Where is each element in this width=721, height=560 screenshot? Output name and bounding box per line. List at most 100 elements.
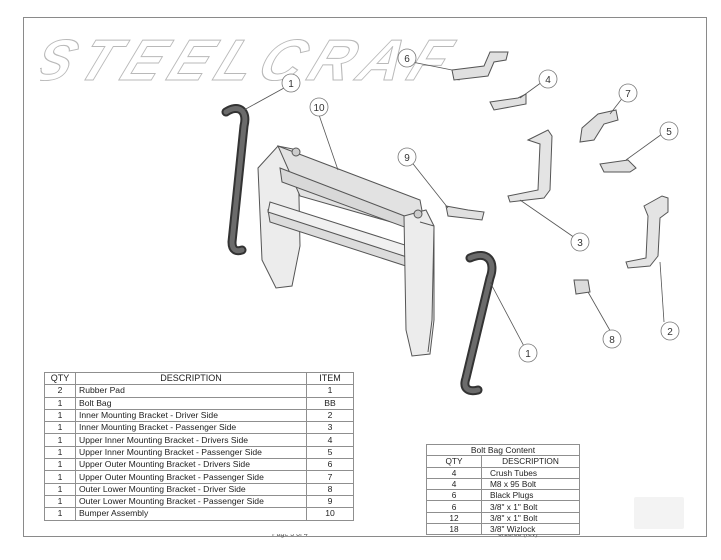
svg-text:7: 7	[625, 89, 631, 100]
bolt-bag-table: Bolt Bag Content QTY DESCRIPTION 4 Crush…	[426, 443, 580, 536]
svg-text:9: 9	[404, 153, 410, 164]
bracket-6	[451, 51, 509, 81]
callout-2: 2	[660, 321, 680, 341]
qty-cell: 18	[426, 523, 482, 536]
steelcraft-logo: STEELCRAFT	[40, 27, 460, 93]
svg-text:6: 6	[404, 54, 410, 65]
description-cell: Black Plugs	[481, 489, 580, 502]
page-number: Page 3 of 4	[272, 531, 308, 538]
description-header: DESCRIPTION	[481, 455, 580, 468]
description-cell: Upper Outer Mounting Bracket - Drivers S…	[75, 458, 307, 472]
rubber-pad-left	[221, 104, 250, 256]
table-row: 2 Rubber Pad 1	[44, 384, 354, 398]
table-row: 18 3/8" Wizlock	[426, 523, 580, 536]
qty-header: QTY	[426, 455, 482, 468]
callout-5: 5	[659, 121, 679, 141]
parts-table-header: QTY DESCRIPTION ITEM	[44, 371, 354, 386]
table-row: 1 Bolt Bag BB	[44, 396, 354, 410]
item-cell: 2	[306, 408, 354, 423]
description-cell: 3/8" x 1" Bolt	[481, 511, 580, 525]
bracket-2	[625, 195, 669, 269]
description-cell: Outer Lower Mounting Bracket - Passenger…	[75, 494, 307, 509]
item-cell: 4	[306, 433, 354, 447]
qty-cell: 12	[426, 511, 482, 525]
description-cell: Inner Mounting Bracket - Passenger Side	[75, 421, 307, 435]
callout-10: 10	[309, 97, 329, 117]
table-row: 1 Upper Outer Mounting Bracket - Passeng…	[44, 470, 354, 484]
qty-cell: 1	[44, 408, 76, 423]
item-cell: 9	[306, 494, 354, 509]
description-cell: M8 x 95 Bolt	[481, 477, 580, 491]
callout-8: 8	[602, 329, 622, 349]
svg-text:5: 5	[666, 127, 672, 138]
table-row: 1 Outer Lower Mounting Bracket - Passeng…	[44, 494, 354, 509]
item-cell: 3	[306, 421, 354, 435]
bolt-table-header: QTY DESCRIPTION	[426, 455, 580, 468]
bolt-table-title: Bolt Bag Content	[426, 443, 580, 457]
description-cell: Bolt Bag	[75, 396, 307, 410]
svg-text:1: 1	[288, 79, 294, 90]
table-row: 1 Upper Inner Mounting Bracket - Drivers…	[44, 433, 354, 447]
qty-cell: 4	[426, 477, 482, 491]
description-cell: Upper Inner Mounting Bracket - Passenger…	[75, 445, 307, 460]
bracket-8	[573, 279, 591, 295]
table-row: 1 Outer Lower Mounting Bracket - Driver …	[44, 482, 354, 496]
qty-cell: 4	[426, 466, 482, 479]
table-row: 4 Crush Tubes	[426, 466, 580, 479]
table-row: 1 Upper Inner Mounting Bracket - Passeng…	[44, 445, 354, 460]
qty-cell: 1	[44, 421, 76, 435]
qty-cell: 1	[44, 396, 76, 410]
qty-cell: 1	[44, 458, 76, 472]
description-cell: Rubber Pad	[75, 384, 307, 398]
description-cell: Bumper Assembly	[75, 507, 307, 521]
svg-text:2: 2	[667, 327, 673, 338]
table-row: 12 3/8" x 1" Bolt	[426, 511, 580, 525]
svg-text:1: 1	[525, 349, 531, 360]
parts-list-table: QTY DESCRIPTION ITEM 2 Rubber Pad 1 1 Bo…	[44, 371, 354, 521]
qty-header: QTY	[44, 371, 76, 386]
qty-cell: 1	[44, 433, 76, 447]
qty-cell: 1	[44, 470, 76, 484]
table-row: 1 Upper Outer Mounting Bracket - Drivers…	[44, 458, 354, 472]
table-row: 6 Black Plugs	[426, 489, 580, 502]
callout-7: 7	[618, 83, 638, 103]
description-cell: Crush Tubes	[481, 466, 580, 479]
page-border	[23, 17, 707, 537]
document-ref: 0/10/08 (rev)	[498, 531, 538, 538]
svg-text:4: 4	[545, 75, 551, 86]
description-cell: Inner Mounting Bracket - Driver Side	[75, 408, 307, 423]
table-row: 6 3/8" x 1" Bolt	[426, 500, 580, 513]
qty-cell: 1	[44, 445, 76, 460]
leader-lines	[243, 61, 665, 351]
qty-cell: 1	[44, 482, 76, 496]
description-cell: Outer Lower Mounting Bracket - Driver Si…	[75, 482, 307, 496]
description-cell: Upper Inner Mounting Bracket - Drivers S…	[75, 433, 307, 447]
bumper-assembly	[257, 145, 435, 357]
qty-cell: 6	[426, 489, 482, 502]
item-cell: 5	[306, 445, 354, 460]
qty-cell: 2	[44, 384, 76, 398]
callout-6: 6	[397, 48, 417, 68]
callout-1a: 1	[281, 73, 301, 93]
bracket-9	[445, 205, 485, 221]
rubber-pad-right	[460, 251, 497, 396]
description-cell: 3/8" x 1" Bolt	[481, 500, 580, 513]
table-row: 1 Inner Mounting Bracket - Passenger Sid…	[44, 421, 354, 435]
item-cell: 7	[306, 470, 354, 484]
description-header: DESCRIPTION	[75, 371, 307, 386]
table-row: 1 Inner Mounting Bracket - Driver Side 2	[44, 408, 354, 423]
callout-3: 3	[570, 232, 590, 252]
item-cell: 6	[306, 458, 354, 472]
bolt-table-title-row: Bolt Bag Content	[426, 443, 580, 457]
scan-smudge	[634, 497, 684, 529]
item-cell: 1	[306, 384, 354, 398]
svg-text:10: 10	[313, 103, 325, 114]
item-header: ITEM	[306, 371, 354, 386]
svg-text:3: 3	[577, 238, 583, 249]
table-row: 4 M8 x 95 Bolt	[426, 477, 580, 491]
callout-4: 4	[538, 69, 558, 89]
item-cell: BB	[306, 396, 354, 410]
qty-cell: 6	[426, 500, 482, 513]
description-cell: Upper Outer Mounting Bracket - Passenger…	[75, 470, 307, 484]
bracket-4	[489, 93, 527, 111]
